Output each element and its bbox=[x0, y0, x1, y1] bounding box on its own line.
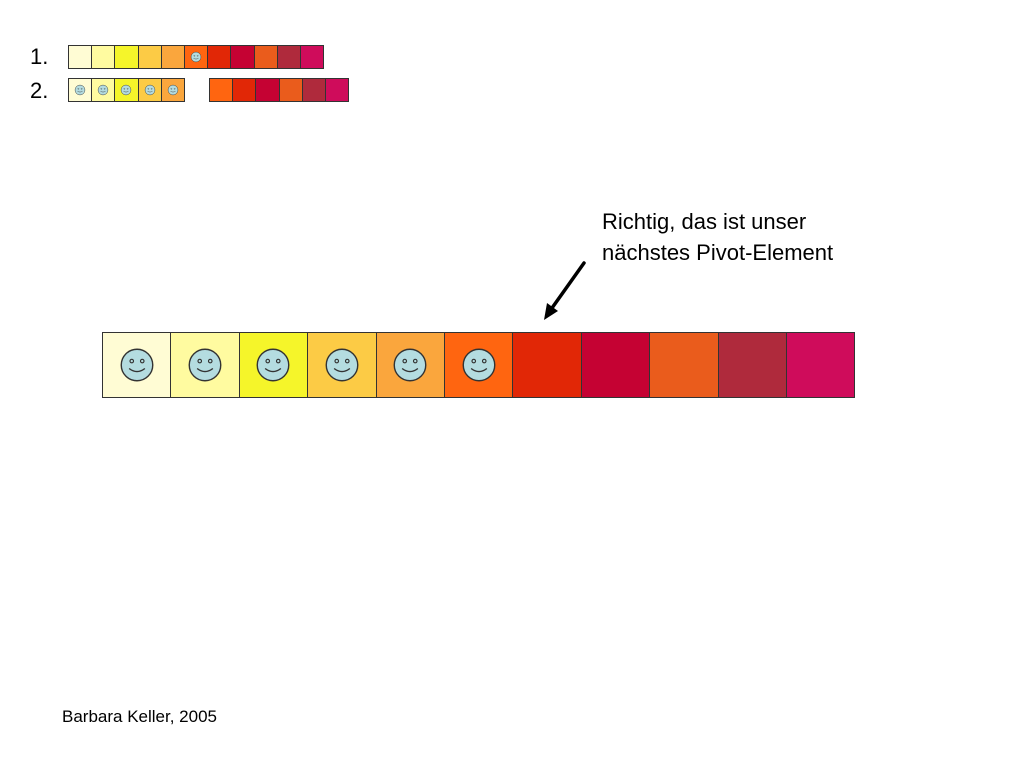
footer-credit: Barbara Keller, 2005 bbox=[62, 707, 217, 726]
array-cell bbox=[137, 78, 162, 102]
array-cell bbox=[68, 78, 93, 102]
array-cell bbox=[785, 332, 856, 398]
smiley-icon bbox=[188, 348, 222, 382]
callout-line-2: nächstes Pivot-Element bbox=[602, 240, 834, 265]
array-cell bbox=[307, 332, 377, 398]
array-cell bbox=[91, 45, 116, 69]
array-cell bbox=[375, 332, 445, 398]
smiley-icon bbox=[167, 84, 179, 96]
smiley-icon bbox=[190, 51, 202, 63]
array-cell bbox=[301, 78, 326, 102]
callout-text: Richtig, das ist unser nächstes Pivot-El… bbox=[602, 206, 833, 268]
array-cell bbox=[114, 78, 139, 102]
smiley-icon bbox=[98, 84, 109, 96]
array-cell bbox=[160, 78, 185, 102]
row-2-label: 2. bbox=[30, 78, 49, 103]
array-cell bbox=[255, 78, 280, 102]
array-cell bbox=[114, 45, 139, 69]
array-cell bbox=[324, 78, 350, 102]
smiley-icon bbox=[325, 348, 359, 382]
array-cell bbox=[102, 332, 172, 398]
array-cell bbox=[276, 45, 301, 69]
array-cell bbox=[299, 45, 325, 69]
array-cell bbox=[230, 45, 255, 69]
array-cell bbox=[238, 332, 309, 398]
array-cell bbox=[137, 45, 162, 69]
array-cell bbox=[207, 45, 232, 69]
row-1-label: 1. bbox=[30, 44, 49, 69]
array-cell bbox=[232, 78, 257, 102]
smiley-icon bbox=[120, 348, 154, 382]
smiley-icon bbox=[144, 84, 155, 96]
smiley-icon bbox=[74, 84, 86, 96]
array-cell bbox=[160, 45, 185, 69]
array-cell bbox=[208, 78, 234, 102]
smiley-icon bbox=[121, 84, 132, 96]
array-cell bbox=[68, 45, 93, 69]
array-cell bbox=[580, 332, 651, 398]
array-cell bbox=[717, 332, 787, 398]
array-cell bbox=[91, 78, 116, 102]
smiley-icon bbox=[393, 348, 427, 382]
array-cell bbox=[278, 78, 303, 102]
pointer-arrow bbox=[544, 261, 586, 320]
row-2-cells bbox=[68, 78, 350, 102]
array-cell bbox=[183, 45, 209, 69]
array-cell bbox=[649, 332, 719, 398]
array-cell bbox=[443, 332, 514, 398]
main-array bbox=[102, 332, 856, 398]
row-1-cells bbox=[68, 45, 325, 69]
callout-line-1: Richtig, das ist unser bbox=[602, 209, 807, 234]
array-cell bbox=[170, 332, 240, 398]
smiley-icon bbox=[462, 348, 496, 382]
array-cell bbox=[253, 45, 278, 69]
smiley-icon bbox=[257, 348, 290, 382]
array-cell bbox=[512, 332, 582, 398]
